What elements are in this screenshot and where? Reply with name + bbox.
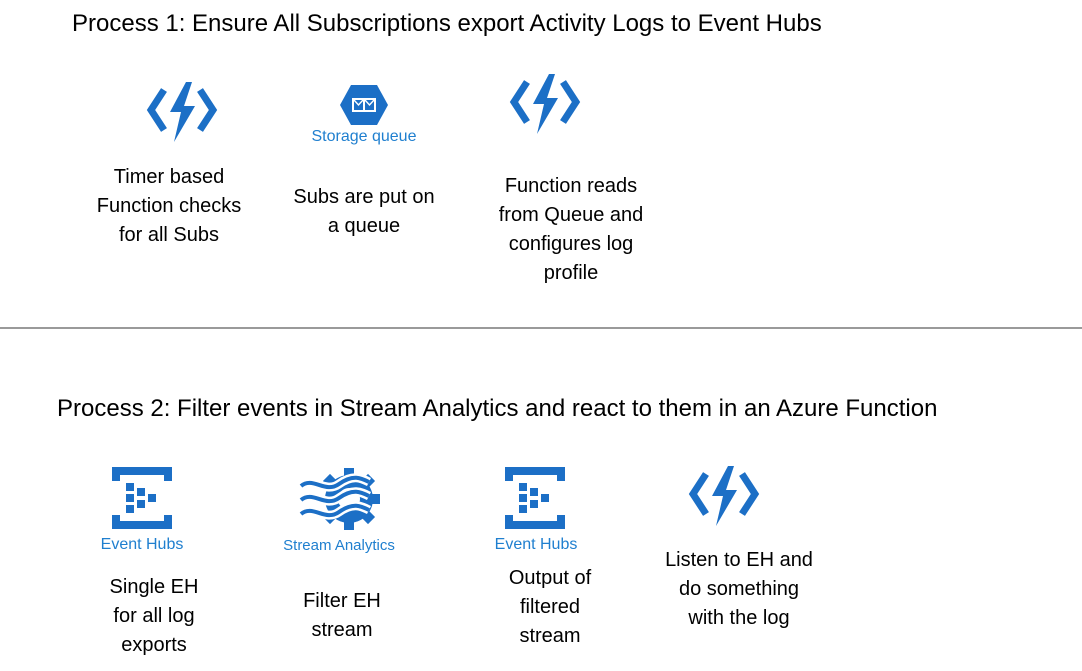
- stream-analytics-icon: [298, 466, 381, 532]
- azure-function-icon: [688, 466, 760, 526]
- event-hubs-label: Event Hubs: [100, 536, 184, 553]
- event-hubs-icon: [505, 467, 565, 529]
- process2-title: Process 2: Filter events in Stream Analy…: [57, 395, 938, 422]
- azure-function-icon: [509, 74, 581, 134]
- process1-title: Process 1: Ensure All Subscriptions expo…: [72, 10, 822, 37]
- p2-step1-caption: Single EH for all log exports: [109, 576, 199, 656]
- section-divider: [0, 327, 1082, 329]
- p1-step1-caption: Timer based Function checks for all Subs: [96, 166, 242, 246]
- p1-step3-caption: Function reads from Queue and configures…: [498, 175, 644, 284]
- storage-queue-icon: [339, 84, 389, 126]
- event-hubs-icon: [112, 467, 172, 529]
- p1-step2-caption: Subs are put on a queue: [293, 186, 435, 237]
- p2-step3-caption: Output of filtered stream: [508, 567, 592, 647]
- stream-analytics-label: Stream Analytics: [283, 537, 395, 554]
- p2-step2-caption: Filter EH stream: [303, 590, 381, 641]
- p2-step4-caption: Listen to EH and do something with the l…: [665, 549, 813, 629]
- azure-function-icon: [146, 82, 218, 142]
- event-hubs-label: Event Hubs: [494, 536, 578, 553]
- storage-queue-label: Storage queue: [311, 128, 417, 145]
